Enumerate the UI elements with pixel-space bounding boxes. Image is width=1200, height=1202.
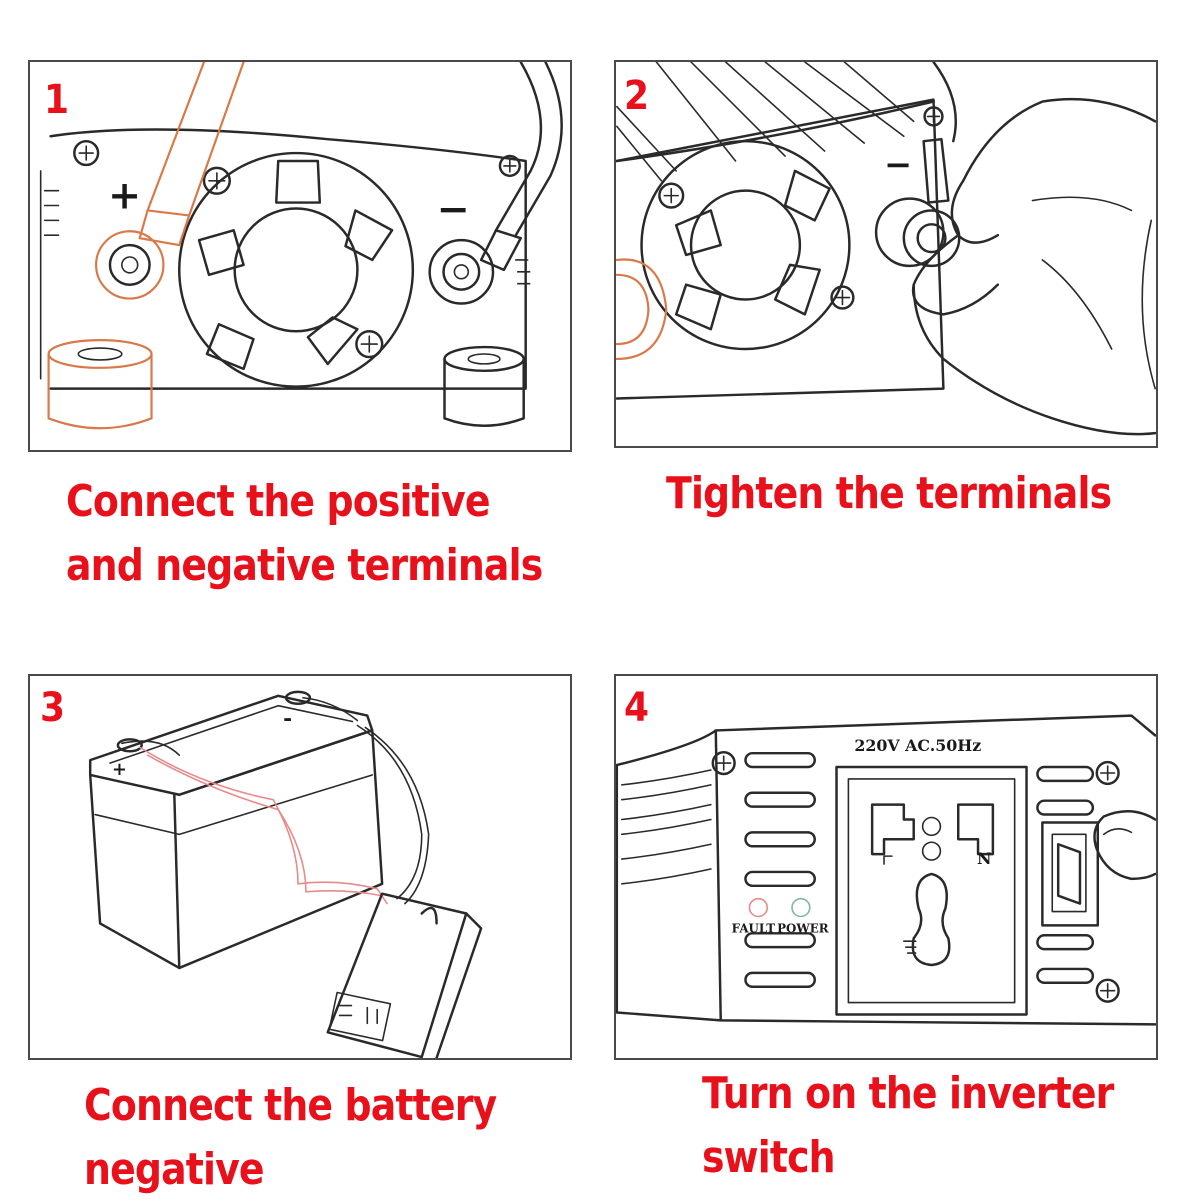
positive-sign: + xyxy=(108,172,141,218)
caption-line: Tighten the terminals xyxy=(666,468,1112,519)
vent-slots-left xyxy=(744,751,816,988)
step-1-caption: Connect the positive and negative termin… xyxy=(66,470,543,598)
caption-line: and negative terminals xyxy=(66,540,543,591)
neutral-label: N xyxy=(977,849,991,868)
step-3-illustration: + - 3 xyxy=(28,674,572,1060)
screw-icon xyxy=(498,154,521,178)
screw-icon xyxy=(355,329,384,359)
negative-sign: - xyxy=(283,706,292,731)
screw-icon xyxy=(830,285,855,310)
negative-sign: − xyxy=(884,144,912,184)
fan-icon xyxy=(640,139,851,351)
power-led xyxy=(791,897,811,918)
step-1-illustration: + − 1 xyxy=(28,60,572,452)
step-number: 1 xyxy=(44,77,70,123)
battery-connection-drawing: + - xyxy=(88,690,483,1058)
screw-icon xyxy=(711,750,736,776)
step-2-illustration: − 2 xyxy=(614,60,1158,448)
finger-icon xyxy=(1093,810,1156,881)
vent-slots-right xyxy=(1036,765,1095,985)
step-number: 2 xyxy=(624,73,650,119)
foot-left xyxy=(616,258,668,360)
step-number: 4 xyxy=(624,685,650,731)
screw-icon xyxy=(202,166,231,195)
negative-terminal xyxy=(284,690,359,722)
positive-sign: + xyxy=(112,759,127,780)
negative-terminal xyxy=(428,62,563,305)
inverter-terminals-drawing: + − xyxy=(39,62,563,430)
battery-icon xyxy=(88,694,384,970)
hand-icon xyxy=(911,97,1156,436)
tighten-terminal-drawing: − xyxy=(616,62,1156,436)
step-2-caption: Tighten the terminals xyxy=(666,462,1112,526)
screw-icon xyxy=(73,139,100,167)
negative-terminal xyxy=(874,62,961,268)
fault-label: FAULT xyxy=(732,921,776,935)
power-label: POWER xyxy=(777,921,829,935)
caption-line: Connect the battery xyxy=(84,1080,497,1131)
caption-line: switch xyxy=(702,1132,836,1183)
fan-icon xyxy=(178,151,415,388)
positive-terminal xyxy=(95,62,245,300)
foot-left xyxy=(47,339,153,430)
ac-socket xyxy=(835,765,1028,1016)
screw-icon xyxy=(658,182,685,209)
negative-sign: − xyxy=(437,186,470,232)
step-4-caption: Turn on the inverter switch xyxy=(702,1062,1114,1190)
step-number: 3 xyxy=(40,685,66,731)
caption-line: Turn on the inverter xyxy=(702,1068,1114,1119)
inverter-switch-drawing: 220V AC.50Hz N FAULT POWER xyxy=(616,714,1156,1026)
power-switch xyxy=(1041,821,1100,927)
voltage-rating-label: 220V AC.50Hz xyxy=(854,736,981,755)
step-3-caption: Connect the battery negative xyxy=(84,1074,497,1202)
foot-right xyxy=(443,345,525,427)
inverter-icon xyxy=(326,892,483,1058)
caption-line: negative xyxy=(84,1144,265,1195)
positive-terminal xyxy=(116,738,181,756)
caption-line: Connect the positive xyxy=(66,476,491,527)
fault-led xyxy=(748,897,769,918)
screw-icon xyxy=(923,106,944,127)
screw-icon xyxy=(1095,978,1120,1003)
step-4-illustration: 220V AC.50Hz N FAULT POWER xyxy=(614,674,1158,1060)
screw-icon xyxy=(1095,760,1120,786)
